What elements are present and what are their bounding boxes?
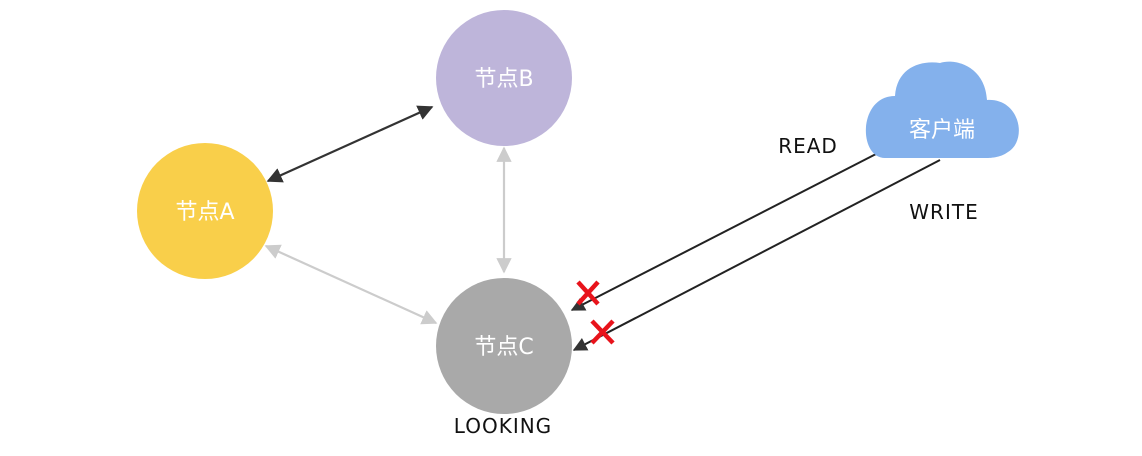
node-a[interactable]: 节点A: [137, 143, 273, 279]
write-label: WRITE: [909, 200, 978, 224]
node-c-circle: [436, 278, 572, 414]
client-label: 客户端: [909, 118, 975, 143]
node-a-circle: [137, 143, 273, 279]
node-b-circle: [436, 10, 572, 146]
node-c-state-label: LOOKING: [454, 414, 552, 438]
write-request-line: [572, 159, 941, 351]
edge-a-b: [266, 105, 434, 183]
node-b-label: 节点B: [474, 67, 533, 92]
node-b[interactable]: 节点B: [436, 10, 572, 146]
read-request-line: [570, 153, 877, 311]
node-a-label: 节点A: [175, 200, 234, 225]
read-blocked-x-icon: [576, 280, 600, 306]
edge-a-c: [264, 244, 438, 325]
client-cloud[interactable]: 客户端: [865, 61, 1019, 158]
node-c-label: 节点C: [474, 335, 533, 360]
read-label: READ: [778, 134, 838, 158]
cloud-icon: [865, 61, 1019, 158]
write-blocked-x-icon: [590, 319, 615, 345]
node-c[interactable]: 节点C: [436, 278, 572, 414]
